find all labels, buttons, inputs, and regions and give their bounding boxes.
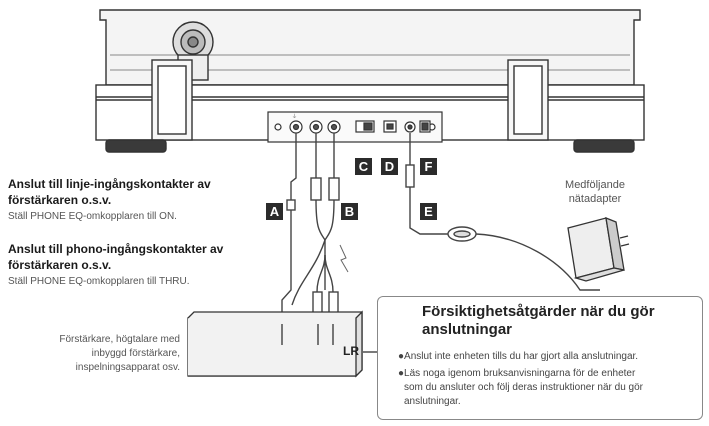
caution-title-line-2: anslutningar: [422, 321, 513, 338]
adapter-label-line-1: Medföljande: [565, 179, 625, 191]
caution-title: Försiktighetsåtgärder när du gör anslutn…: [422, 303, 655, 339]
caution-box: Försiktighetsåtgärder när du gör anslutn…: [377, 296, 703, 420]
lr-label: LR: [343, 344, 359, 358]
adapter-label: Medföljande nätadapter: [540, 178, 650, 206]
phono-setting: Ställ PHONE EQ-omkopplaren till THRU.: [8, 276, 190, 287]
amplifier-note: Förstärkare, högtalare med inbyggd först…: [8, 333, 180, 375]
amplifier-note-line-1: Förstärkare, högtalare med: [59, 334, 180, 345]
power-cable: [405, 133, 600, 291]
amplifier-box: [187, 310, 385, 378]
amplifier-note-line-3: inspelningsapparat osv.: [75, 362, 180, 373]
adapter-label-line-2: nätadapter: [568, 193, 622, 205]
label-c: C: [355, 158, 372, 175]
line-in-setting: Ställ PHONE EQ-omkopplaren till ON.: [8, 211, 177, 222]
label-f: F: [420, 158, 437, 175]
phono-heading-2: förstärkaren o.s.v.: [8, 258, 112, 272]
rear-panel: ⏚: [267, 111, 443, 143]
amplifier-note-line-2: inbyggd förstärkare,: [91, 348, 180, 359]
label-d: D: [381, 158, 398, 175]
caution-title-line-1: Försiktighetsåtgärder när du gör: [422, 303, 655, 320]
label-a: A: [266, 203, 283, 220]
caution-bullet-2c: anslutningar.: [404, 396, 461, 407]
ac-adapter: [567, 216, 630, 282]
line-in-heading-1: Anslut till linje-ingångskontakter av: [8, 177, 211, 191]
line-in-heading-2: förstärkaren o.s.v.: [8, 193, 112, 207]
phono-heading-1: Anslut till phono-ingångskontakter av: [8, 242, 224, 256]
caution-bullet-2a: ●Läs noga igenom bruksanvisningarna för …: [398, 368, 636, 379]
label-b: B: [341, 203, 358, 220]
audio-cable: [281, 133, 349, 320]
caution-bullet-2b: som du ansluter och följ deras instrukti…: [404, 382, 644, 393]
svg-text:⏚: ⏚: [292, 113, 297, 120]
label-e: E: [420, 203, 437, 220]
caution-bullet-1: ●Anslut inte enheten tills du har gjort …: [398, 351, 639, 362]
